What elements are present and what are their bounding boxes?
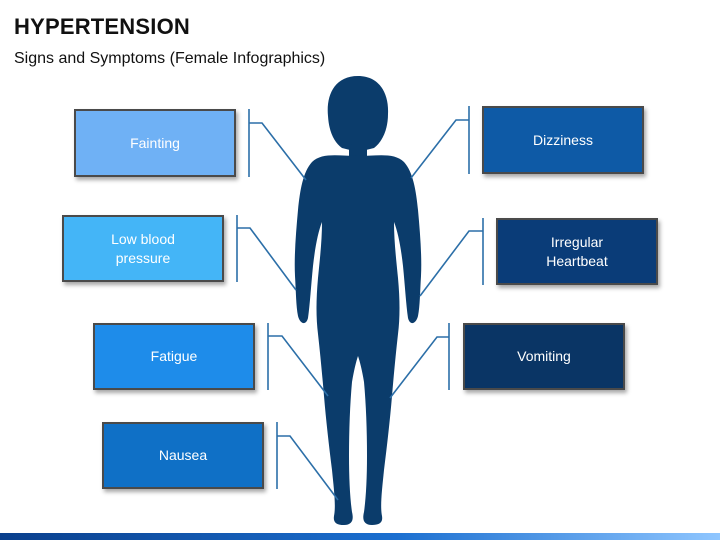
symptom-box-irregular-heartbeat: Irregular Heartbeat: [496, 218, 658, 285]
symptom-label: Fatigue: [150, 348, 198, 364]
symptom-label: Irregular Heartbeat: [546, 233, 608, 269]
footer-accent-bar: [0, 533, 720, 540]
symptom-box-low-blood-pressure: Low blood pressure: [62, 215, 224, 282]
symptom-label: Vomiting: [517, 348, 571, 364]
symptom-box-dizziness: Dizziness: [482, 106, 644, 174]
symptom-label: Nausea: [158, 447, 208, 463]
symptom-label: Fainting: [130, 134, 180, 151]
symptom-label: Low blood pressure: [111, 230, 175, 266]
symptom-box-fatigue: Fatigue: [93, 323, 255, 390]
symptom-label: Dizziness: [533, 131, 593, 148]
page-subtitle: Signs and Symptoms (Female Infographics): [14, 50, 326, 67]
symptom-box-vomiting: Vomiting: [463, 323, 625, 390]
symptom-box-nausea: Nausea: [102, 422, 264, 489]
page-title: HYPERTENSION: [14, 14, 190, 39]
symptom-box-fainting: Fainting: [74, 109, 236, 177]
